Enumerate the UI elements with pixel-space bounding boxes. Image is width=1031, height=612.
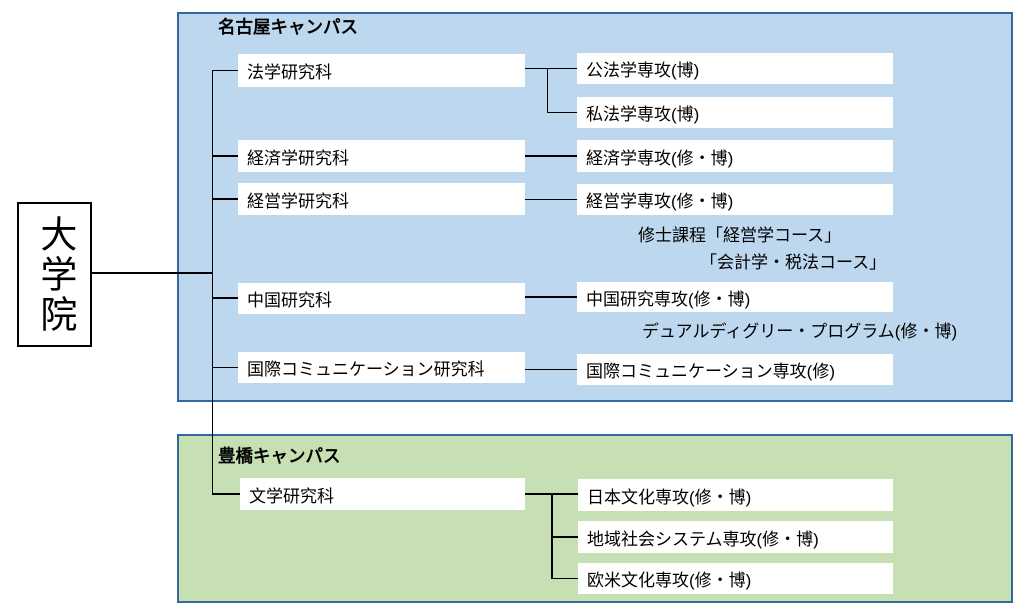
graduate-school-box: 大学院 (17, 202, 92, 347)
connector-root-trunk (91, 272, 213, 274)
connector-economics-to-major (525, 155, 577, 157)
dept-box-letters: 文学研究科 (240, 478, 525, 510)
nagoya-campus-title: 名古屋キャンパス (218, 17, 358, 37)
connector-tick-law-dept (213, 69, 238, 72)
connector-tick-letters-dept (213, 493, 240, 495)
dept-box-intl-communication: 国際コミュニケーション研究科 (238, 352, 525, 383)
dept-box-law: 法学研究科 (238, 54, 525, 87)
connector-tick-china-dept (213, 297, 238, 299)
connector-law-to-private-law (546, 111, 577, 114)
major-box-china-studies: 中国研究専攻(修・博) (577, 282, 893, 312)
major-box-regional-social-systems: 地域社会システム専攻(修・博) (578, 521, 893, 553)
note-dual-degree-program: デュアルディグリー・プログラム(修・博) (642, 322, 958, 341)
major-box-intl-communication: 国際コミュニケーション専攻(修) (577, 354, 893, 385)
connector-tick-economics-dept (213, 155, 238, 157)
major-box-euro-american-culture: 欧米文化専攻(修・博) (578, 563, 893, 594)
major-box-business-admin: 経営学専攻(修・博) (577, 184, 893, 215)
connector-letters-branch-vertical (551, 493, 553, 579)
note-masters-course-line1: 修士課程「経営学コース」 (638, 226, 842, 245)
connector-business-to-major (525, 198, 577, 201)
toyohashi-campus-title: 豊橋キャンパス (218, 446, 341, 466)
connector-tick-business-dept (213, 198, 238, 200)
connector-letters-to-regional-social (551, 536, 578, 538)
connector-tick-intl-comm-dept (213, 366, 238, 369)
dept-box-business-admin: 経営学研究科 (238, 183, 525, 215)
connector-trunk-vertical (211, 69, 214, 495)
major-box-public-law: 公法学専攻(博) (577, 53, 893, 84)
note-masters-course-line2: 「会計学・税法コース」 (700, 253, 887, 272)
connector-law-branch-vertical (546, 67, 549, 114)
major-box-private-law: 私法学専攻(博) (577, 97, 893, 128)
dept-box-china-studies: 中国研究科 (238, 283, 525, 314)
major-box-economics: 経済学専攻(修・博) (577, 140, 893, 172)
dept-box-economics: 経済学研究科 (238, 140, 525, 172)
connector-letters-to-euro-american (551, 577, 578, 580)
connector-intl-comm-to-major (524, 368, 577, 371)
major-box-japanese-culture: 日本文化専攻(修・博) (578, 479, 893, 511)
graduate-school-label: 大学院 (34, 214, 76, 335)
connector-law-to-public-law (525, 67, 577, 70)
connector-china-to-major (524, 296, 577, 298)
